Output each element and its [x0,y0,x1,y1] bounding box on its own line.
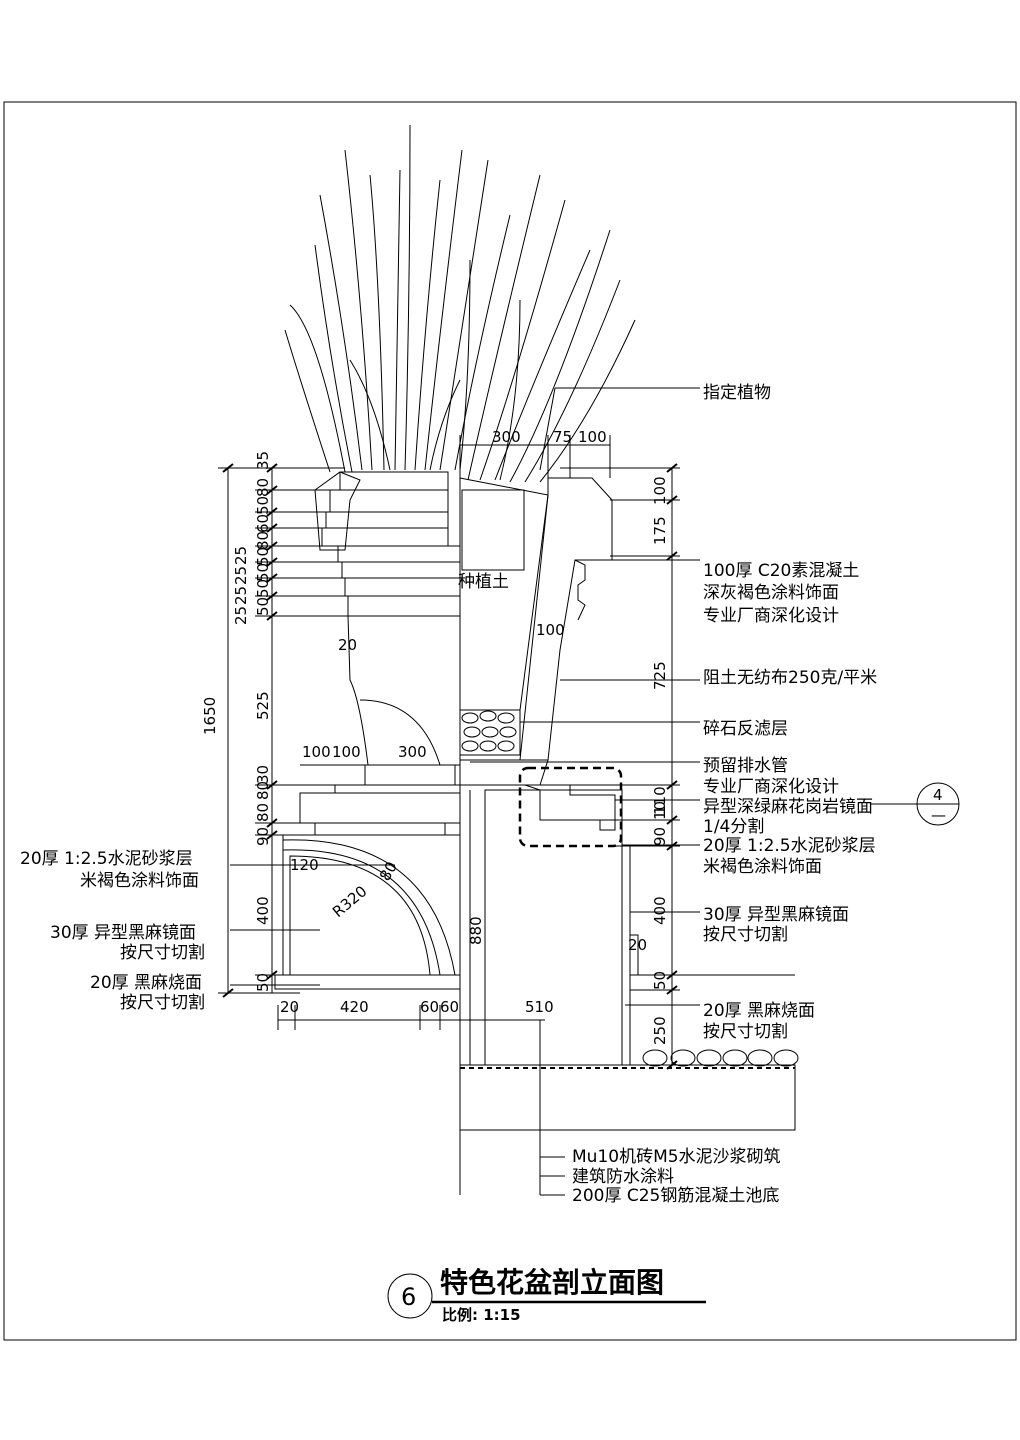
dim-top-75: 75 [553,428,572,446]
callout-r-7: 专业厂商深化设计 [703,777,839,797]
dim-b-60a: 60 [420,998,439,1016]
dim-in-20: 20 [338,636,357,654]
planter-section [459,477,639,1066]
callouts-left: 20厚 1:2.5水泥砂浆层 米褐色涂料饰面 30厚 异型黑麻镜面 按尺寸切割 … [20,849,205,1013]
callout-r-10: 20厚 1:2.5水泥砂浆层 [703,836,876,856]
dim-r-110: 110 [651,786,669,815]
callout-r-3: 专业厂商深化设计 [703,606,839,626]
callout-r-4: 阻土无纺布250克/平米 [703,668,877,688]
dim-r-725: 725 [651,661,669,690]
dim-b-510: 510 [525,998,554,1016]
callout-r-5: 碎石反滤层 [703,719,788,739]
dim-l-30: 30 [254,765,272,784]
dim-h-100b: 100 [332,743,361,761]
sheet-border [3,101,1017,1341]
callout-r-12: 30厚 异型黑麻镜面 [703,905,849,925]
dim-l-80b: 80 [254,803,272,822]
callout-l-0: 20厚 1:2.5水泥砂浆层 [20,849,193,869]
dim-35: 35 [254,451,272,470]
scale-label: 比例: 1:15 [442,1306,521,1324]
dim-80: 80 [254,478,272,497]
dimension-labels: 1650 25 25 25 25 35 80 50 60 80 50 50 50… [201,428,669,1045]
section-marker: 4 — [870,782,960,826]
dim-in-100: 100 [536,621,565,639]
callout-l-5: 按尺寸切割 [120,993,205,1013]
callout-r-8: 异型深绿麻花岗岩镜面 [703,797,873,817]
dim-50d: 50 [254,579,272,598]
detail-number: 6 [401,1283,416,1311]
dim-r-90: 90 [651,827,669,846]
dim-l-80: 80 [254,781,272,800]
callout-r-2: 深灰褐色涂料饰面 [703,583,839,603]
callout-r-0: 指定植物 [703,383,771,403]
planter-elevation [299,471,461,824]
dim-r-10: 10 [651,801,669,820]
dim-b-420: 420 [340,998,369,1016]
pebbles [642,1049,799,1067]
planting-soil-label: 种植土 [458,572,509,592]
callout-b-1: 建筑防水涂料 [572,1167,674,1187]
callout-l-2: 30厚 异型黑麻镜面 [50,923,196,943]
dim-r-100: 100 [651,476,669,505]
dim-top-300: 300 [492,428,521,446]
dim-top-100: 100 [578,428,607,446]
dim-50b: 50 [254,547,272,566]
dim-r80: 80 [376,858,401,884]
dimension-ticks [222,463,678,1070]
section-marker-top: 4 [933,786,943,804]
callout-r-1: 100厚 C20素混凝土 [703,561,859,581]
dim-r-175: 175 [651,516,669,545]
leader-lines [230,387,700,1196]
dim-l-400: 400 [254,896,272,925]
dim-b-20: 20 [280,998,299,1016]
dim-25b: 25 [232,586,250,605]
callout-b-2: 200厚 C25钢筋混凝土池底 [572,1186,779,1206]
dim-h-100a: 100 [302,743,331,761]
callouts-right: 指定植物 100厚 C20素混凝土 深灰褐色涂料饰面 专业厂商深化设计 阻土无纺… [703,383,877,1042]
dim-50e: 50 [254,597,272,616]
foundation-slab [459,1064,796,1195]
dim-1650: 1650 [201,697,219,735]
callout-r-13: 按尺寸切割 [703,925,788,945]
dim-h-300: 300 [398,743,427,761]
drawing-title: 特色花盆剖立面图 [440,1266,664,1299]
callout-r-6: 预留排水管 [703,756,788,776]
dim-25d: 25 [232,546,250,565]
dim-525: 525 [254,691,272,720]
dim-880: 880 [467,916,485,945]
dim-25c: 25 [232,566,250,585]
dim-r320: R320 [329,882,370,921]
callout-r-11: 米褐色涂料饰面 [703,857,822,877]
dim-25a: 25 [232,606,250,625]
dim-l-90: 90 [254,827,272,846]
dim-50c: 50 [254,563,272,582]
callout-l-3: 按尺寸切割 [120,943,205,963]
callouts-bottom: Mu10机砖M5水泥沙浆砌筑 建筑防水涂料 200厚 C25钢筋混凝土池底 [572,1147,781,1206]
callout-r-15: 按尺寸切割 [703,1022,788,1042]
dim-50a: 50 [254,496,272,515]
dim-r-50: 50 [651,971,669,990]
dim-l-50: 50 [254,973,272,992]
callout-l-1: 米褐色涂料饰面 [80,871,199,891]
section-marker-bottom: — [931,806,946,824]
callout-b-0: Mu10机砖M5水泥沙浆砌筑 [572,1147,781,1167]
callout-r-9: 1/4分割 [703,817,764,837]
dim-r-400: 400 [651,896,669,925]
dim-60: 60 [254,514,272,533]
dim-80b: 80 [254,531,272,550]
callout-l-4: 20厚 黑麻烧面 [90,973,202,993]
callout-r-14: 20厚 黑麻烧面 [703,1001,815,1021]
dim-in-20b: 20 [628,936,647,954]
dim-b-60b: 60 [440,998,459,1016]
title-block: 6 特色花盆剖立面图 比例: 1:15 [387,1266,706,1324]
dim-h-120: 120 [290,856,319,874]
base-block-left [274,822,461,990]
dim-r-250: 250 [651,1016,669,1045]
